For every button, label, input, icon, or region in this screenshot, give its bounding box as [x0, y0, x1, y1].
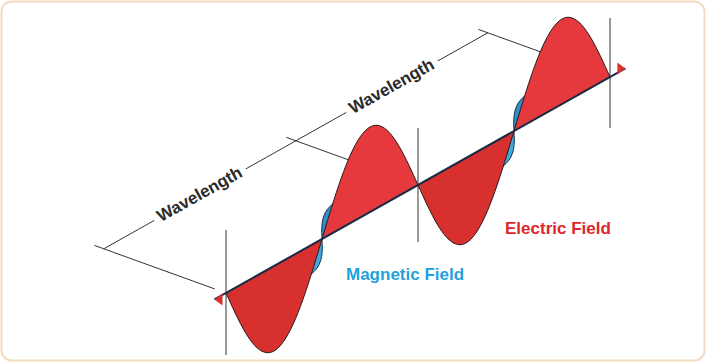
- axis-line: [214, 68, 625, 299]
- propagation-axis: [214, 62, 625, 305]
- dimension-line: [104, 33, 488, 249]
- axis-end-tip: [215, 294, 223, 306]
- electric-lobe: [418, 131, 514, 245]
- extension-line: [94, 245, 214, 289]
- electric-lobe: [322, 125, 418, 239]
- electric-lobe: [514, 17, 610, 131]
- wavelength-marker: [610, 18, 611, 128]
- field-label: Magnetic Field: [346, 266, 464, 285]
- axis-end-tip: [617, 62, 625, 74]
- field-label: Electric Field: [505, 220, 611, 239]
- electric-lobe: [226, 239, 322, 353]
- guide-lines: [94, 18, 610, 355]
